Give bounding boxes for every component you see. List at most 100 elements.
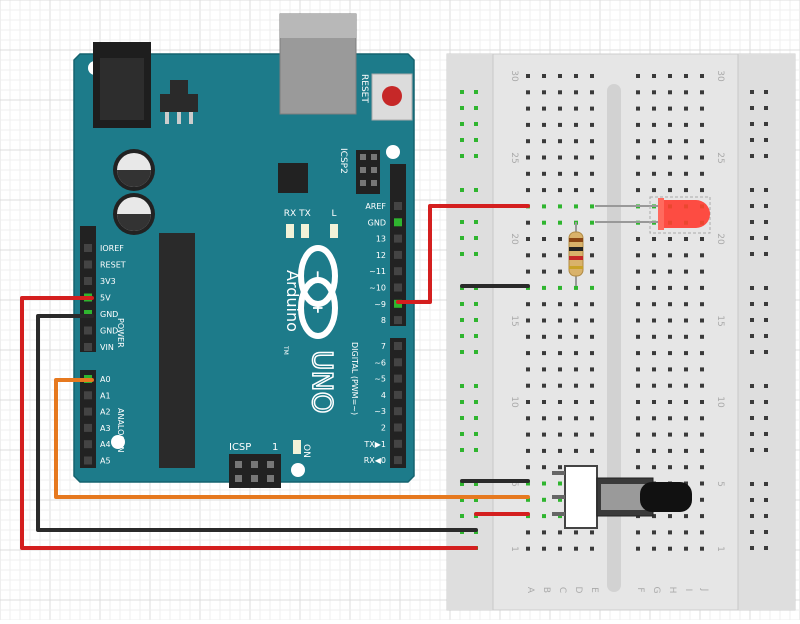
row-number: 1 [509, 546, 519, 552]
potentiometer [552, 465, 692, 529]
row-number: 10 [715, 396, 725, 408]
breadboard-hole [558, 285, 562, 290]
breadboard-hole [558, 351, 562, 356]
breadboard-hole [668, 90, 672, 95]
breadboard-hole [668, 514, 672, 519]
usb-chip [278, 163, 308, 193]
tx-label: TX [298, 209, 311, 219]
rail-hole [764, 122, 768, 126]
breadboard-hole [668, 188, 672, 193]
breadboard-hole [668, 546, 672, 551]
analog-label: ANALOG IN [116, 408, 125, 453]
rail-hole [764, 138, 768, 142]
breadboard-hole [668, 302, 672, 307]
header-pin [394, 374, 402, 383]
breadboard-hole [684, 269, 688, 274]
rail-hole [460, 122, 464, 126]
rail-hole [750, 220, 754, 224]
power-pin-label: GND [100, 310, 118, 319]
digital-pin-label: ~10 [369, 284, 386, 293]
svg-text:+: + [309, 302, 327, 315]
breadboard-hole [558, 497, 562, 502]
uno-label: UNO [306, 350, 339, 413]
l-label: L [331, 209, 336, 219]
rail-hole [474, 302, 478, 306]
breadboard-hole [542, 546, 546, 551]
rail-hole [764, 546, 768, 550]
breadboard-hole [684, 155, 688, 160]
breadboard-hole [526, 448, 530, 453]
breadboard-hole [652, 122, 656, 127]
breadboard-hole [636, 285, 640, 290]
rail-hole [460, 302, 464, 306]
breadboard-hole [542, 253, 546, 258]
wire-5v-red [20, 296, 478, 550]
breadboard-hole [526, 530, 530, 535]
breadboard-hole [668, 334, 672, 339]
breadboard-hole [526, 269, 530, 274]
breadboard-hole [684, 285, 688, 290]
header-pin [84, 244, 92, 252]
row-number: 5 [509, 481, 519, 487]
breadboard-hole [590, 383, 594, 388]
breadboard-hole [684, 400, 688, 404]
breadboard-hole [590, 432, 594, 437]
breadboard-hole [558, 400, 562, 404]
rail-hole [460, 416, 464, 420]
rail-hole [764, 432, 768, 436]
breadboard-hole [652, 139, 656, 144]
breadboard-hole [558, 383, 562, 388]
breadboard-hole [636, 188, 640, 193]
breadboard-hole [668, 253, 672, 258]
rail-hole [460, 514, 464, 518]
digital-pin-label: 13 [376, 235, 386, 244]
header-pin [394, 342, 402, 350]
breadboard-hole [652, 253, 656, 258]
rail-hole [764, 384, 768, 388]
breadboard-hole [668, 351, 672, 356]
breadboard-hole [558, 302, 562, 307]
breadboard-hole [590, 285, 594, 290]
breadboard-hole [684, 367, 688, 372]
rail-hole [750, 432, 754, 436]
regulator-leg [165, 112, 169, 124]
power-jack-inner [100, 58, 144, 120]
breadboard-hole [558, 237, 562, 241]
power-rail-right [738, 54, 795, 610]
breadboard-hole [590, 204, 594, 209]
icsp-header [229, 454, 281, 488]
breadboard-hole [652, 448, 656, 453]
digital-pin-label: ~11 [369, 267, 386, 276]
rail-hole [460, 448, 464, 452]
breadboard-hole [636, 400, 640, 404]
breadboard-hole [636, 237, 640, 241]
breadboard-hole [652, 90, 656, 95]
breadboard-hole [590, 171, 594, 176]
reset-button-cap[interactable] [382, 86, 402, 106]
column-letter: I [683, 589, 693, 592]
breadboard-hole [668, 416, 672, 421]
rail-hole [474, 384, 478, 388]
rail-hole [750, 122, 754, 126]
icsp-pin [251, 475, 258, 482]
rail-hole [474, 252, 478, 256]
breadboard-hole [558, 546, 562, 551]
breadboard-hole [700, 334, 704, 339]
breadboard-hole [652, 285, 656, 290]
breadboard-hole [526, 546, 530, 551]
breadboard-hole [526, 253, 530, 258]
breadboard-hole [558, 530, 562, 535]
breadboard-hole [700, 171, 704, 176]
digital-pin-label: AREF [365, 202, 386, 211]
rail-hole [474, 334, 478, 338]
breadboard-hole [526, 220, 530, 225]
wire-a0-orange [54, 378, 530, 499]
breadboard-hole [526, 497, 530, 502]
breadboard-hole [590, 106, 594, 111]
breadboard-hole [700, 122, 704, 127]
breadboard-hole [684, 432, 688, 437]
breadboard-hole [668, 400, 672, 404]
power-pin-label: RESET [100, 261, 126, 270]
